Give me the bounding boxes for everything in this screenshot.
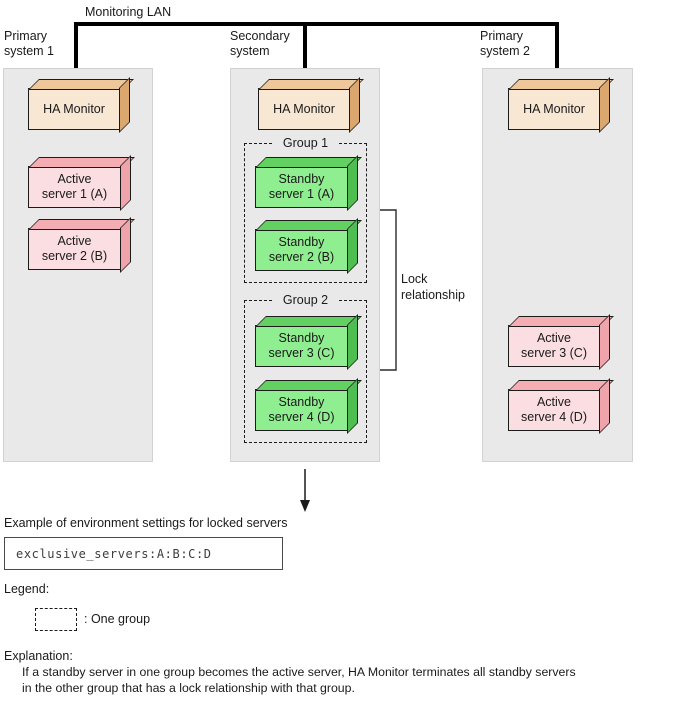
system-label-secondary: Secondary system <box>230 29 290 58</box>
monitoring-lan-label: Monitoring LAN <box>85 5 172 19</box>
lock-relationship-line <box>369 209 397 371</box>
active-server-1-box: Active server 1 (A) <box>28 166 121 208</box>
explanation-title: Explanation: <box>4 649 73 663</box>
standby-server-4-box: Standby server 4 (D) <box>255 389 348 431</box>
example-caption: Example of environment settings for lock… <box>4 516 288 530</box>
active-server-3-box: Active server 3 (C) <box>508 325 600 367</box>
standby-server-2-box: Standby server 2 (B) <box>255 229 348 271</box>
legend-group-symbol <box>35 608 77 631</box>
lock-relationship-label: Lock relationship <box>401 272 465 302</box>
down-arrow-head <box>300 500 310 512</box>
group-1-box: Group 1 <box>244 136 367 283</box>
ha-monitor-box-primary-1: HA Monitor <box>28 88 120 130</box>
legend-title: Legend: <box>4 582 50 596</box>
standby-server-1-box: Standby server 1 (A) <box>255 166 348 208</box>
group-2-box: Group 2 <box>244 293 367 443</box>
explanation-line-2: in the other group that has a lock relat… <box>22 681 355 695</box>
group-1-label: Group 1 <box>272 136 339 151</box>
group-2-label: Group 2 <box>272 293 339 308</box>
system-label-primary-1: Primary system 1 <box>4 29 55 58</box>
ha-monitor-box-primary-2: HA Monitor <box>508 88 600 130</box>
environment-settings-box: exclusive_servers:A:B:C:D <box>4 537 283 570</box>
system-label-primary-2: Primary system 2 <box>480 29 531 58</box>
monitoring-lan-line <box>74 22 559 68</box>
environment-settings-code: exclusive_servers:A:B:C:D <box>16 546 212 561</box>
ha-monitor-box-secondary: HA Monitor <box>258 88 350 130</box>
explanation-line-1: If a standby server in one group becomes… <box>22 665 576 679</box>
standby-server-3-box: Standby server 3 (C) <box>255 325 348 367</box>
active-server-2-box: Active server 2 (B) <box>28 228 121 270</box>
active-server-4-box: Active server 4 (D) <box>508 389 600 431</box>
legend-group-meaning: : One group <box>84 612 151 626</box>
